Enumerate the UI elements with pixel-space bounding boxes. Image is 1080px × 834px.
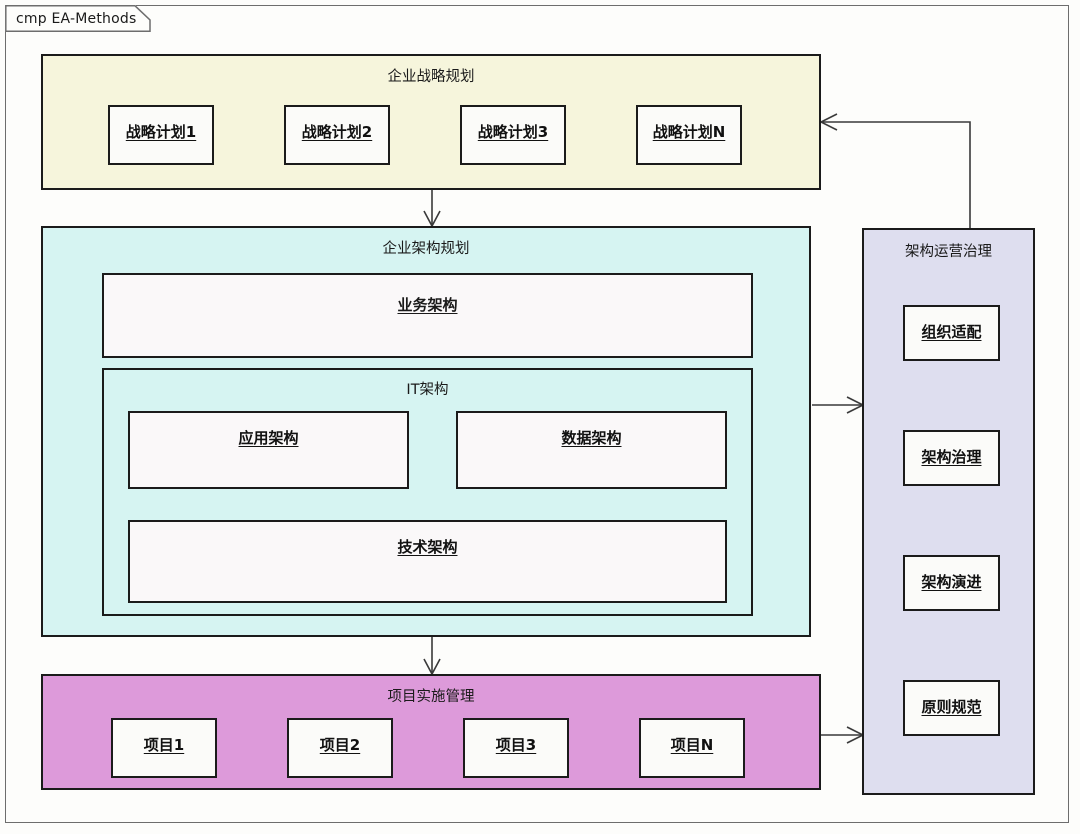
node-technology-architecture[interactable]: 技术架构 bbox=[128, 520, 727, 603]
uml-frame bbox=[5, 5, 1069, 823]
panel-enterprise-architecture-title: 企业架构规划 bbox=[382, 241, 470, 257]
node-project-1-label: 项目1 bbox=[143, 736, 185, 754]
panel-enterprise-strategy-title: 企业战略规划 bbox=[387, 69, 475, 85]
node-architecture-evolution[interactable]: 架构演进 bbox=[903, 555, 1000, 611]
node-business-architecture-label: 业务架构 bbox=[397, 296, 458, 314]
node-strategy-plan-2-label: 战略计划2 bbox=[301, 123, 373, 141]
node-data-architecture-label: 数据架构 bbox=[561, 429, 622, 447]
frame-title-label: cmp EA-Methods bbox=[16, 10, 137, 27]
node-strategy-plan-3-label: 战略计划3 bbox=[477, 123, 549, 141]
node-project-n-label: 项目N bbox=[670, 736, 714, 754]
node-strategy-plan-n-label: 战略计划N bbox=[652, 123, 726, 141]
frame-tab-shape bbox=[5, 5, 151, 32]
node-strategy-plan-3[interactable]: 战略计划3 bbox=[460, 105, 566, 165]
node-organization-alignment-label: 组织适配 bbox=[921, 323, 982, 341]
node-architecture-governance[interactable]: 架构治理 bbox=[903, 430, 1000, 486]
node-project-3[interactable]: 项目3 bbox=[463, 718, 569, 778]
node-strategy-plan-2[interactable]: 战略计划2 bbox=[284, 105, 390, 165]
panel-architecture-governance-title: 架构运营治理 bbox=[905, 244, 992, 260]
node-technology-architecture-label: 技术架构 bbox=[397, 538, 458, 556]
node-principles-standards-label: 原则规范 bbox=[921, 698, 982, 716]
panel-project-implementation-title: 项目实施管理 bbox=[387, 689, 475, 705]
node-application-architecture[interactable]: 应用架构 bbox=[128, 411, 409, 489]
node-project-3-label: 项目3 bbox=[495, 736, 537, 754]
node-principles-standards[interactable]: 原则规范 bbox=[903, 680, 1000, 736]
node-strategy-plan-1[interactable]: 战略计划1 bbox=[108, 105, 214, 165]
node-project-n[interactable]: 项目N bbox=[639, 718, 745, 778]
node-strategy-plan-1-label: 战略计划1 bbox=[125, 123, 197, 141]
panel-it-architecture-title: IT架构 bbox=[406, 382, 449, 398]
node-business-architecture[interactable]: 业务架构 bbox=[102, 273, 753, 358]
node-application-architecture-label: 应用架构 bbox=[238, 429, 299, 447]
frame-title-tab: cmp EA-Methods bbox=[5, 5, 151, 32]
node-architecture-governance-label: 架构治理 bbox=[921, 448, 982, 466]
node-project-2-label: 项目2 bbox=[319, 736, 361, 754]
node-architecture-evolution-label: 架构演进 bbox=[921, 573, 982, 591]
node-project-2[interactable]: 项目2 bbox=[287, 718, 393, 778]
node-data-architecture[interactable]: 数据架构 bbox=[456, 411, 727, 489]
node-organization-alignment[interactable]: 组织适配 bbox=[903, 305, 1000, 361]
node-project-1[interactable]: 项目1 bbox=[111, 718, 217, 778]
node-strategy-plan-n[interactable]: 战略计划N bbox=[636, 105, 742, 165]
